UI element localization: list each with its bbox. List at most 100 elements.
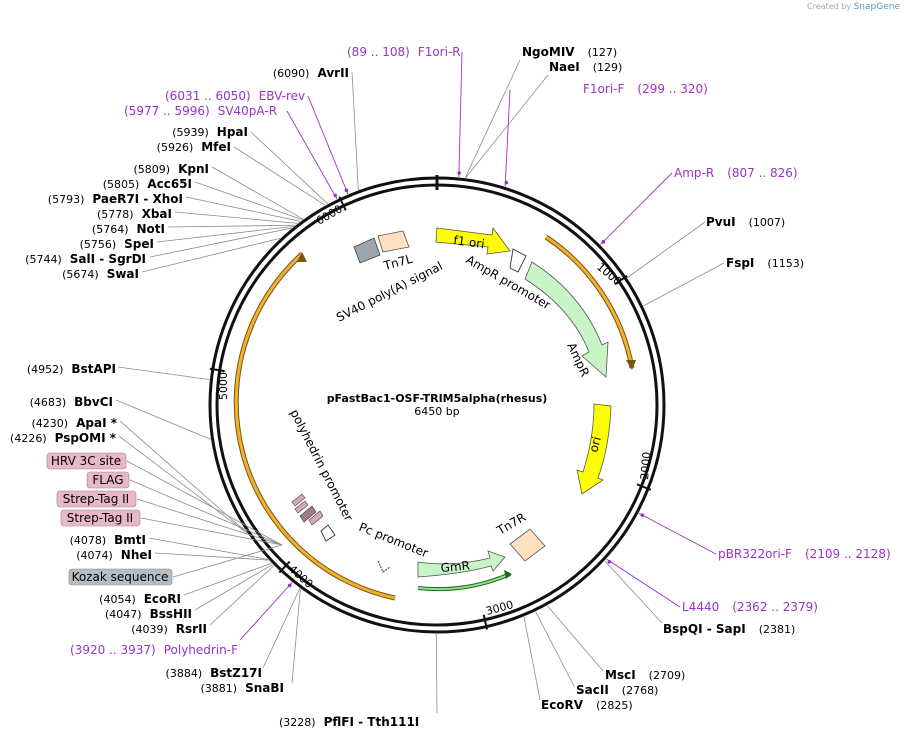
ori-label: ori: [586, 435, 604, 454]
leader-line: [435, 633, 438, 714]
primer-leader-line: [600, 172, 673, 245]
primer-binding-marker: [601, 240, 606, 244]
feature-leader-line: [140, 517, 283, 546]
tn7l-box: [377, 230, 410, 253]
primer-leader-line: [504, 89, 511, 187]
site-acc65i: (5805)Acc65I: [103, 177, 192, 191]
tick-mark: [338, 196, 347, 211]
leader-line: [194, 181, 303, 221]
gmr-label: GmR: [440, 558, 470, 575]
site-hpai: (5939)HpaI: [172, 125, 248, 139]
plasmid-length: 6450 bp: [414, 405, 459, 418]
site-ngomiv: NgoMIV(127): [522, 45, 617, 59]
leader-line: [291, 588, 301, 684]
primer-leader-line: [606, 558, 681, 608]
leader-line: [149, 227, 292, 258]
site-ecori: (4054)EcoRI: [99, 592, 181, 606]
snapgene-watermark: Created by SnapGene: [807, 2, 900, 12]
site-paer7i: (5793)PaeR7I - XhoI: [48, 192, 183, 206]
tn7r-box: [509, 528, 546, 562]
ampr-promoter-arrow: [509, 248, 527, 273]
site-snabi: (3881)SnaBI: [201, 681, 284, 695]
primer-binding-marker: [344, 188, 349, 193]
leader-line: [141, 237, 281, 273]
feature-leader-line: [126, 460, 283, 546]
site-swai: (5674)SwaI: [62, 267, 139, 281]
site-bspqi: BspQI - SapI(2381): [663, 622, 795, 636]
primer-leader-line: [307, 95, 349, 195]
site-msci: MscI(2709): [605, 668, 685, 682]
site-bstz17i: (3884)BstZ17I: [166, 666, 262, 680]
site-avrii: (6090)AvrII: [273, 66, 349, 80]
site-pvui: PvuI(1007): [706, 215, 785, 229]
primer-polyhedrin-f: (3920 .. 3937)Polyhedrin-F: [70, 643, 238, 657]
tn7l-label: Tn7L: [381, 252, 414, 273]
primer-l4440: L4440(2362 .. 2379): [682, 600, 818, 614]
primer-leader-line: [286, 110, 338, 200]
primer-f1ori-r: (89 .. 108)F1ori-R: [347, 45, 461, 59]
leader-line: [156, 225, 294, 243]
feature-leader-line: [136, 498, 283, 546]
leader-line: [262, 588, 301, 669]
leader-lines: [115, 51, 725, 714]
leader-line: [167, 224, 296, 228]
site-bbvci: (4683)BbvCI: [30, 395, 113, 409]
leader-line: [604, 560, 663, 624]
pc-promoter-label: Pc promoter: [357, 520, 430, 560]
hrv-3c-site-label: HRV 3C site: [51, 454, 121, 468]
primer-binding-marker: [640, 513, 645, 517]
leader-line: [547, 605, 604, 672]
primer-leader-line: [239, 582, 293, 641]
feature-leader-line: [172, 544, 283, 578]
leader-line: [174, 211, 298, 224]
site-naei: NaeI(129): [549, 60, 622, 74]
leader-line: [464, 59, 521, 178]
site-noti: (5764)NotI: [92, 222, 165, 236]
leader-line: [154, 552, 269, 561]
tick-mark: [209, 367, 225, 373]
site-bsshii: (4047)BssHII: [105, 607, 192, 621]
polyhedrin-promoter-label: polyhedrin promoter: [287, 407, 356, 523]
leader-line: [523, 616, 541, 701]
tick-label-2000: 2000: [638, 451, 653, 480]
leader-line: [627, 221, 706, 278]
primer-binding-marker: [287, 583, 292, 588]
feature-leader-line: [129, 479, 283, 546]
site-bmti: (4078)BmtI: [70, 533, 146, 547]
leader-line: [115, 399, 211, 440]
tick-mark: [636, 483, 652, 491]
tag-features: [291, 493, 324, 526]
primer-leader-line: [458, 51, 463, 178]
leader-line: [250, 131, 328, 205]
tick-mark: [482, 614, 488, 630]
site-kpni: (5809)KpnI: [134, 162, 209, 176]
site-sacii: SacII(2768): [576, 683, 658, 697]
plasmid-name: pFastBac1-OSF-TRIM5alpha(rhesus): [327, 392, 548, 405]
leader-line: [118, 435, 248, 534]
site-fspi: FspI(1153): [726, 256, 804, 270]
site-xbai: (5778)XbaI: [97, 207, 172, 221]
site-pspomi: (4226)PspOMI *: [10, 431, 117, 445]
ori-arrow: [576, 403, 612, 495]
primer-binding-marker: [457, 171, 462, 175]
primer-binding-marker: [333, 193, 338, 198]
leader-line: [185, 196, 301, 222]
f1-ori-label: f1 ori: [453, 233, 486, 251]
site-ecorv: EcoRV(2825): [541, 698, 633, 712]
primer-sv40pa-r: (5977 .. 5996)SV40pA-R: [124, 104, 277, 118]
leader-line: [148, 537, 268, 560]
leader-line: [194, 564, 273, 611]
site-apai: (4230)ApaI *: [32, 416, 118, 430]
tick-mark: [278, 560, 291, 574]
tick-mark: [614, 274, 628, 286]
primer-amp-r: Amp-R(807 .. 826): [674, 166, 798, 180]
site-mfei: (5926)MfeI: [157, 140, 231, 154]
leader-line: [535, 611, 575, 687]
site-nhei: (4074)NheI: [76, 548, 152, 562]
site-pflfi: (3228)PflFI - Tth111I: [279, 715, 419, 729]
polyhedrin-promoter-arrow: [320, 524, 336, 542]
primer-binding-marker: [607, 559, 612, 564]
leader-line: [643, 262, 725, 307]
leader-line: [211, 166, 304, 220]
f1-ori-arrow: [435, 226, 511, 255]
